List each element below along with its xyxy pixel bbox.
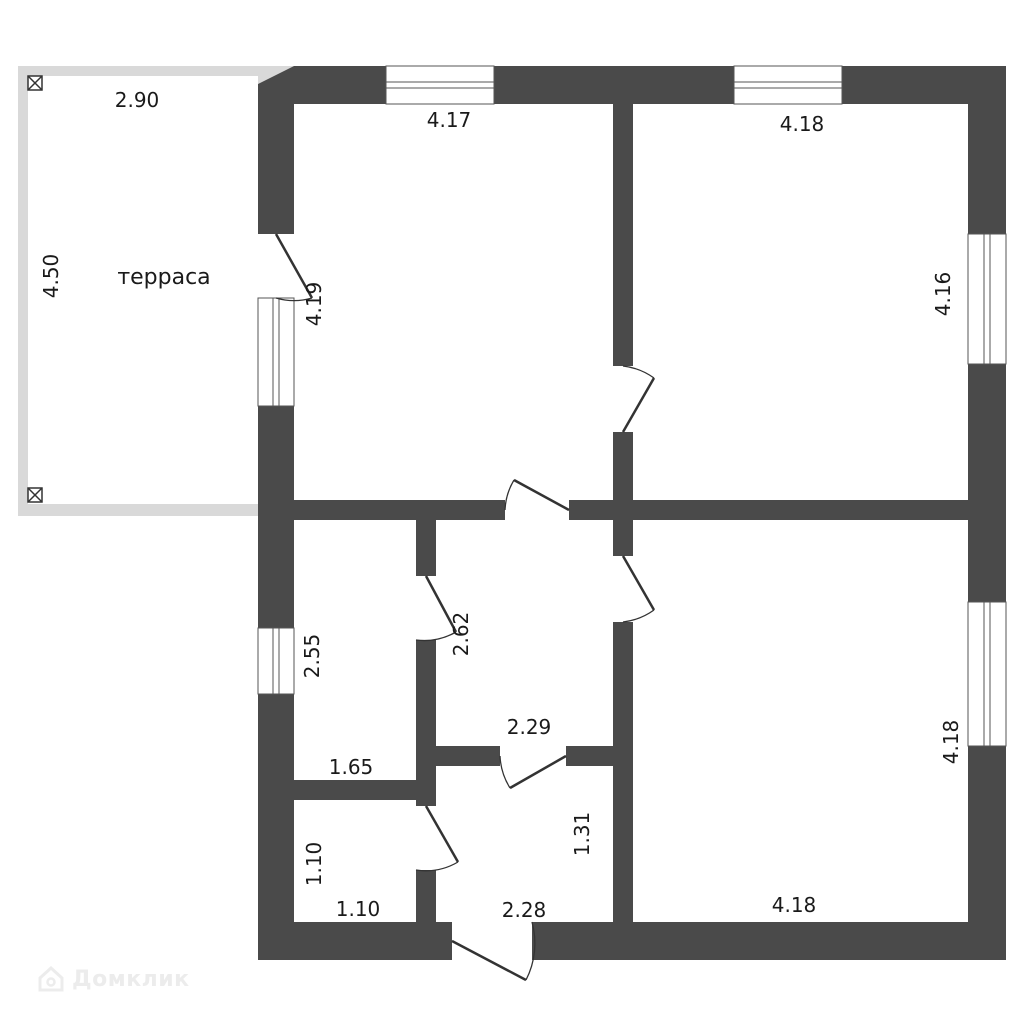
- door-openings: [258, 234, 633, 960]
- door-hall-right: [621, 555, 656, 623]
- walls: [258, 66, 1006, 960]
- room-bottom-right-width: 4.18: [772, 893, 817, 917]
- window-right-upper: [967, 233, 1007, 365]
- bath-width: 1.10: [336, 897, 381, 921]
- watermark-text: Домклик: [72, 966, 190, 992]
- room-top-left-width: 4.17: [427, 108, 472, 132]
- labels: 2.90 4.50 терраса 4.17 4.19 4.18 4.16 2.…: [39, 88, 963, 922]
- window-top-left: [385, 65, 495, 105]
- small-room-width: 1.65: [329, 755, 374, 779]
- terrace-label: терраса: [117, 265, 210, 290]
- window-left-upper: [257, 297, 295, 407]
- post-icon-bottom: [27, 487, 43, 503]
- bath-height: 1.10: [302, 842, 326, 887]
- terrace-width: 2.90: [115, 88, 160, 112]
- entry-height: 1.31: [570, 812, 594, 857]
- window-right-lower: [967, 601, 1007, 747]
- door-bath: [415, 805, 460, 872]
- house-logo-icon: [38, 965, 64, 992]
- door-top-rooms: [621, 365, 656, 433]
- door-small-room: [415, 575, 458, 642]
- door-entrance: [451, 921, 536, 982]
- room-top-right-height: 4.16: [931, 272, 955, 317]
- hall-width: 2.29: [507, 715, 552, 739]
- small-room-height: 2.55: [300, 634, 324, 679]
- room-bottom-right-height: 4.18: [939, 720, 963, 765]
- entry-width: 2.28: [502, 898, 547, 922]
- window-top-right: [733, 65, 843, 105]
- doors: [274, 233, 656, 982]
- room-top-left-height: 4.19: [302, 282, 326, 327]
- door-entry-hall: [499, 754, 567, 790]
- window-left-lower: [257, 627, 295, 695]
- hall-height: 2.62: [449, 612, 473, 657]
- terrace-height: 4.50: [39, 254, 63, 299]
- door-terrace: [274, 233, 314, 302]
- terrace: [18, 66, 294, 516]
- door-hall-top: [504, 478, 570, 512]
- watermark: Домклик: [36, 964, 190, 994]
- post-icon-top: [27, 75, 43, 91]
- room-top-right-width: 4.18: [780, 112, 825, 136]
